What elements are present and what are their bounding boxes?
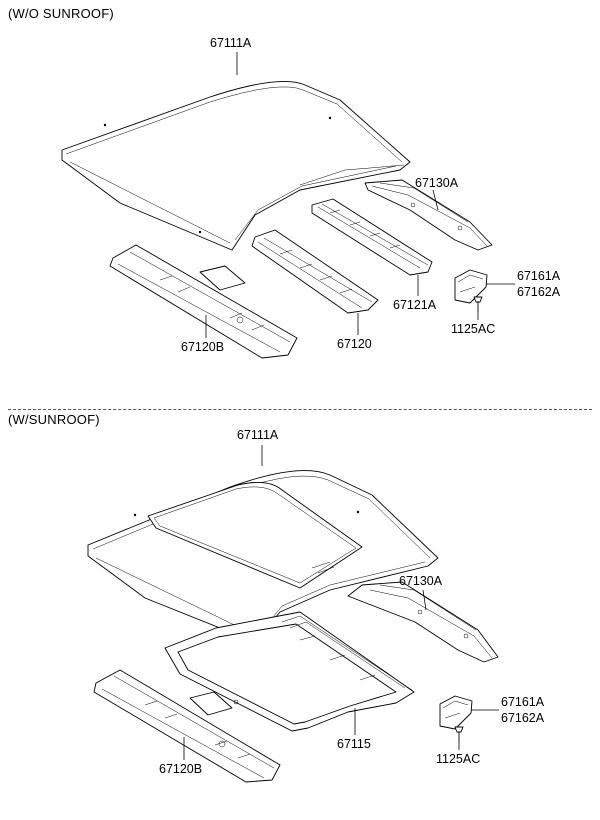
label-front-rail: 67120B: [181, 340, 225, 354]
bolt-2: [454, 726, 464, 742]
label-rear-rail: 67130A: [415, 176, 459, 190]
label-bracket-b: 67162A: [517, 285, 561, 299]
label-bracket-b-sunroof: 67162A: [501, 711, 545, 725]
bolt-1: [473, 296, 483, 312]
rail-center-a-1: [311, 198, 433, 276]
label-roof-panel: 67111A: [210, 36, 252, 50]
label-sunroof-frame: 67115: [337, 737, 371, 751]
label-bracket-a: 67161A: [517, 269, 561, 283]
label-rear-rail-sunroof: 67130A: [399, 574, 443, 588]
label-bolt-sunroof: 1125AC: [436, 752, 481, 766]
rail-rear-2: [347, 581, 499, 663]
label-center-rail: 67120: [337, 337, 372, 351]
label-front-rail-sunroof: 67120B: [159, 762, 203, 776]
leader-rail-rear-2: [422, 589, 427, 611]
label-bracket-a-sunroof: 67161A: [501, 695, 545, 709]
label-bolt: 1125AC: [451, 322, 496, 336]
section-title-with-sunroof: (W/SUNROOF): [8, 412, 100, 427]
bracket-2: [439, 695, 473, 730]
rail-center-1: [251, 229, 379, 314]
roof-panel-2: [87, 470, 439, 643]
rail-front-2: [93, 669, 281, 783]
rail-rear-1: [364, 179, 493, 251]
bracket-1: [454, 269, 488, 304]
roof-panel-1: [61, 81, 411, 251]
sunroof-frame: [164, 611, 415, 732]
label-center-rail-a: 67121A: [393, 298, 437, 312]
section-title-without-sunroof: (W/O SUNROOF): [8, 6, 114, 21]
section-divider: [8, 409, 592, 410]
rail-front-1: [109, 244, 298, 359]
leader-rail-rear-1: [432, 189, 439, 211]
label-roof-panel-sunroof: 67111A: [237, 428, 279, 442]
